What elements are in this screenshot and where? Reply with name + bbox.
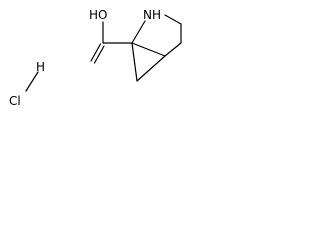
bond-ch2-cbridge (164, 42, 182, 57)
bond-cbridge-cyclo (136, 55, 166, 82)
amine-label: NH (143, 8, 161, 22)
bond-c-o-double-b (93, 45, 105, 64)
chlorine-label: Cl (9, 94, 21, 108)
hydrogen-label: H (36, 60, 45, 74)
bond-h-cl (25, 71, 39, 92)
bond-c-o-double-a (90, 43, 102, 62)
hydroxyl-label: HO (89, 8, 107, 22)
bond-cring-n (131, 20, 146, 44)
bond-n-ch2 (164, 14, 182, 25)
bond-cring-cyclo (131, 42, 138, 82)
bond-cring-cbridge (131, 42, 166, 57)
chemical-structure: HO NH H Cl (9, 8, 182, 108)
